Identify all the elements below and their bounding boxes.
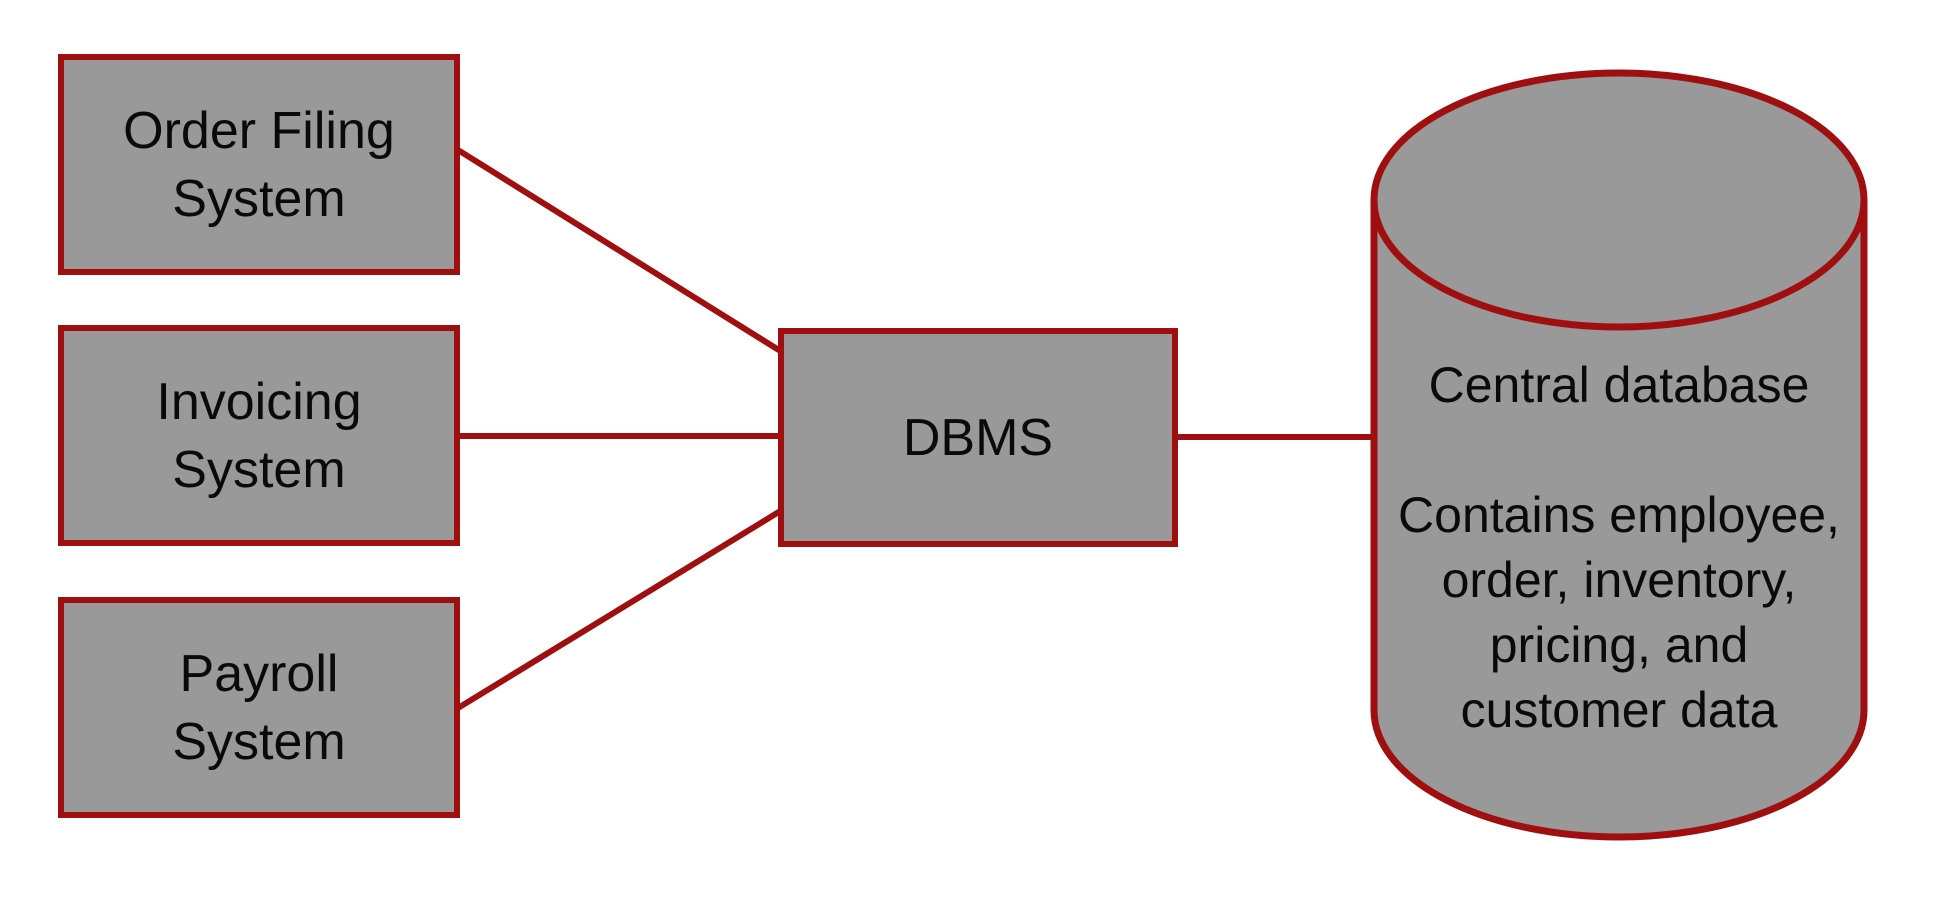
dbms-label: DBMS xyxy=(902,408,1054,467)
central-database-label: Central database Contains employee, orde… xyxy=(1398,357,1840,738)
cylinder-top-ellipse xyxy=(1370,69,1868,331)
central-database-cylinder xyxy=(1370,69,1868,841)
node-payroll-system: Payroll System xyxy=(58,597,460,818)
payroll-system-label: Payroll System xyxy=(172,644,346,771)
node-invoicing-system: Invoicing System xyxy=(58,325,460,546)
connector-order-filing-to-dbms xyxy=(456,147,784,355)
cylinder-body xyxy=(1370,200,1868,841)
order-filing-system-label: Order Filing System xyxy=(123,101,395,228)
invoicing-system-label: Invoicing System xyxy=(156,372,362,499)
connector-payroll-to-dbms xyxy=(456,507,784,711)
node-dbms: DBMS xyxy=(778,328,1178,547)
node-order-filing-system: Order Filing System xyxy=(58,54,460,275)
